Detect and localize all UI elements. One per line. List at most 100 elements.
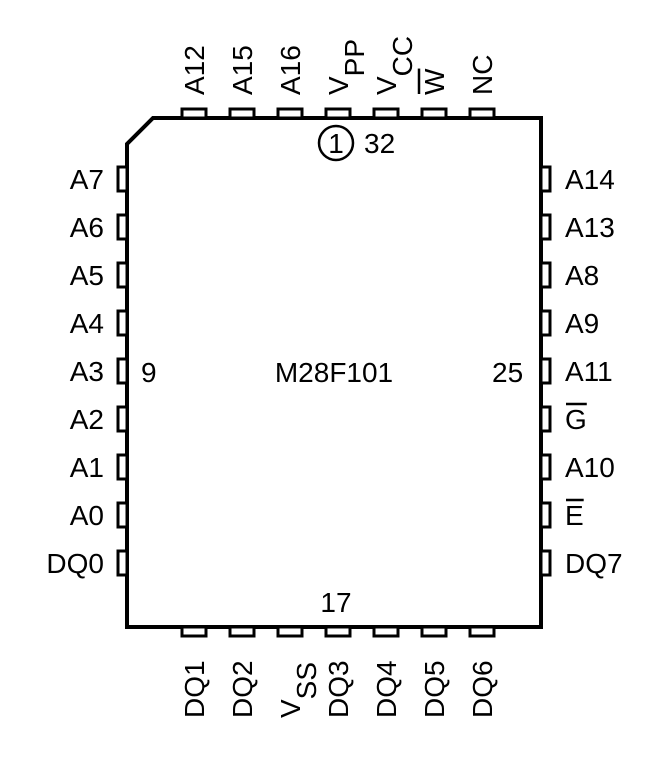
pin-lead xyxy=(539,357,552,385)
pin-number-left: 9 xyxy=(141,357,157,388)
pin-label-text: A14 xyxy=(565,164,615,195)
pin-label-text: V xyxy=(371,76,402,95)
pin-vss: VSS xyxy=(275,625,322,718)
pin-label: A5 xyxy=(70,260,104,291)
pin-label-text: A11 xyxy=(565,356,613,387)
pin-a0: A0 xyxy=(70,500,129,531)
pin-a8: A8 xyxy=(539,260,599,291)
pin-a5: A5 xyxy=(70,260,129,291)
pin-label: G xyxy=(565,404,587,435)
pin-lead xyxy=(420,107,448,120)
pin-lead xyxy=(276,625,304,638)
pin-lead xyxy=(420,625,448,638)
pin-label-text: NC xyxy=(467,55,498,95)
pin-a9: A9 xyxy=(539,308,599,339)
pin-label: A16 xyxy=(275,45,306,95)
pin-label: A3 xyxy=(70,356,104,387)
pin-label-text: A16 xyxy=(275,45,306,95)
pin-a2: A2 xyxy=(70,404,129,435)
pin-label-text: DQ2 xyxy=(227,660,258,718)
pin-label: DQ3 xyxy=(323,660,354,718)
pin-lead xyxy=(116,405,129,433)
pin-vcc: VCC xyxy=(371,36,418,120)
pin-label-text: A0 xyxy=(70,500,104,531)
pin-lead xyxy=(372,107,400,120)
pin-dq6: DQ6 xyxy=(467,625,498,718)
pin-label-text: G xyxy=(565,404,587,435)
pin-label-text: A8 xyxy=(565,260,599,291)
pin-g: G xyxy=(539,402,587,435)
pin-label-text: A9 xyxy=(565,308,599,339)
pin-lead xyxy=(116,453,129,481)
pin-lead xyxy=(539,309,552,337)
part-number: M28F101 xyxy=(275,357,393,388)
pin-label-text: DQ5 xyxy=(419,660,450,718)
pin-label-text: A12 xyxy=(179,45,210,95)
pin-label: A14 xyxy=(565,164,615,195)
pin-label-text: W xyxy=(419,68,450,95)
pin-label-text: A15 xyxy=(227,45,258,95)
pin-label: A12 xyxy=(179,45,210,95)
pin-label: A11 xyxy=(565,356,613,387)
pin-a14: A14 xyxy=(539,164,615,195)
pin-label-text: DQ3 xyxy=(323,660,354,718)
pin-label: A9 xyxy=(565,308,599,339)
pin-label-subscript: PP xyxy=(339,39,370,76)
pin-label: DQ1 xyxy=(179,660,210,718)
pin-dq3: DQ3 xyxy=(323,625,354,718)
pin-lead xyxy=(116,213,129,241)
pin-a13: A13 xyxy=(539,212,615,243)
pin-dq2: DQ2 xyxy=(227,625,258,718)
pin-label-text: A5 xyxy=(70,260,104,291)
pin-label-text: DQ1 xyxy=(179,660,210,718)
pin-lead xyxy=(539,453,552,481)
pin-a15: A15 xyxy=(227,45,258,120)
pin-label: VPP xyxy=(323,39,370,95)
pin-label: A13 xyxy=(565,212,615,243)
pin-a16: A16 xyxy=(275,45,306,120)
pin-label: A6 xyxy=(70,212,104,243)
pin-dq0: DQ0 xyxy=(46,548,129,579)
pin-label: VSS xyxy=(275,662,322,718)
pin-label-text: DQ0 xyxy=(46,548,104,579)
pin-label: DQ7 xyxy=(565,548,623,579)
pin-label: A4 xyxy=(70,308,104,339)
pin-lead xyxy=(116,549,129,577)
pin-a12: A12 xyxy=(179,45,210,120)
pin-label-text: E xyxy=(565,500,584,531)
pin-label-text: V xyxy=(323,76,354,95)
pin-a6: A6 xyxy=(70,212,129,243)
pin1-marker-label: 1 xyxy=(328,128,344,159)
pin-number-bottom: 17 xyxy=(320,587,351,618)
pin-label: DQ6 xyxy=(467,660,498,718)
pin-label: A7 xyxy=(70,164,104,195)
pin-a3: A3 xyxy=(70,356,129,387)
pin-label: DQ2 xyxy=(227,660,258,718)
pin-lead xyxy=(539,213,552,241)
pin-a7: A7 xyxy=(70,164,129,195)
pin-number-right: 25 xyxy=(492,357,523,388)
pin-label-text: A4 xyxy=(70,308,104,339)
pin-dq7: DQ7 xyxy=(539,548,623,579)
pin-lead xyxy=(116,357,129,385)
pin-lead xyxy=(116,501,129,529)
pin-lead xyxy=(468,625,496,638)
pin-dq1: DQ1 xyxy=(179,625,210,718)
pin-a11: A11 xyxy=(539,356,613,387)
pin-label: A8 xyxy=(565,260,599,291)
pin-a4: A4 xyxy=(70,308,129,339)
pin-label-text: A2 xyxy=(70,404,104,435)
pin-a1: A1 xyxy=(70,452,129,483)
pin-a10: A10 xyxy=(539,452,615,483)
pin-label: DQ5 xyxy=(419,660,450,718)
pin-lead xyxy=(539,501,552,529)
pin-label: E xyxy=(565,500,584,531)
pin-lead xyxy=(116,165,129,193)
pin-lead xyxy=(539,549,552,577)
pin-label-text: A3 xyxy=(70,356,104,387)
pin-label: DQ0 xyxy=(46,548,104,579)
pin-dq4: DQ4 xyxy=(371,625,402,718)
pin-label-text: A13 xyxy=(565,212,615,243)
